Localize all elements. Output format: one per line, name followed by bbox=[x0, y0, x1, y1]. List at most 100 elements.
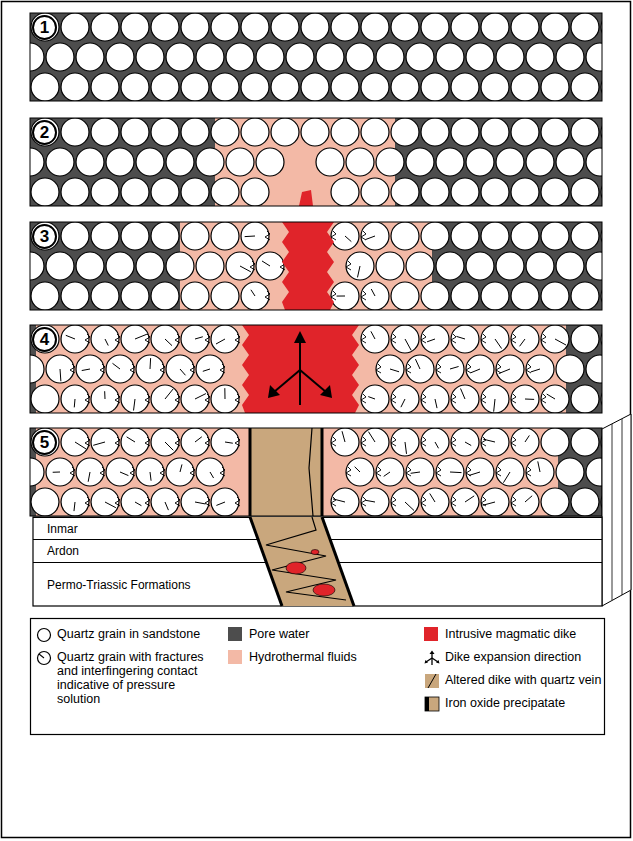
grain-fracture bbox=[60, 369, 62, 381]
quartz-grain bbox=[76, 252, 104, 280]
quartz-grain bbox=[61, 385, 89, 413]
grain-fracture bbox=[82, 369, 90, 371]
legend-swatch bbox=[228, 650, 242, 664]
quartz-grain bbox=[91, 282, 119, 310]
pressure-solution-contact bbox=[175, 497, 180, 506]
quartz-grain bbox=[406, 355, 434, 383]
quartz-grain bbox=[481, 385, 509, 413]
quartz-grain bbox=[481, 488, 509, 516]
hydrothermal-fluid bbox=[215, 118, 395, 206]
expansion-symbol bbox=[425, 651, 440, 666]
pressure-solution-contact bbox=[391, 437, 396, 446]
quartz-grain bbox=[376, 252, 404, 280]
quartz-grain bbox=[226, 148, 254, 176]
legend-symbol bbox=[36, 627, 52, 643]
quartz-grain bbox=[31, 428, 59, 456]
quartz-grain bbox=[511, 325, 539, 353]
quartz-grain bbox=[226, 252, 254, 280]
altered-swatch bbox=[425, 674, 439, 688]
legend-text: Pore water bbox=[249, 627, 309, 641]
quartz-grain bbox=[121, 385, 149, 413]
quartz-grain bbox=[91, 13, 119, 41]
quartz-grain bbox=[196, 252, 224, 280]
quartz-grain bbox=[571, 222, 599, 250]
quartz-grain bbox=[211, 178, 239, 206]
quartz-grain bbox=[361, 282, 389, 310]
legend-text: Quartz grain with fractures and interfin… bbox=[57, 650, 218, 706]
pressure-solution-contact bbox=[235, 334, 240, 343]
quartz-grain bbox=[91, 325, 119, 353]
quartz-grain bbox=[571, 385, 599, 413]
quartz-grain bbox=[466, 355, 494, 383]
grain-fracture bbox=[465, 496, 474, 502]
pressure-solution-contact bbox=[391, 394, 396, 403]
legend-item: Quartz grain in sandstone bbox=[36, 627, 211, 643]
pore-water bbox=[30, 428, 602, 516]
grain-fracture bbox=[195, 337, 203, 339]
quartz-grain bbox=[166, 252, 194, 280]
grain-fracture bbox=[411, 472, 420, 473]
pressure-solution-contact bbox=[175, 394, 180, 403]
grain-fracture bbox=[210, 472, 214, 478]
legend-text: Hydrothermal fluids bbox=[249, 650, 357, 664]
quartz-grain bbox=[361, 325, 389, 353]
quartz-grain bbox=[91, 118, 119, 146]
quartz-grain bbox=[436, 355, 464, 383]
legend-item: Quartz grain with fractures and interfin… bbox=[36, 650, 218, 706]
grain-fracture bbox=[216, 339, 225, 344]
grain-fracture bbox=[337, 296, 345, 297]
side-edge bbox=[622, 419, 623, 595]
hydrothermal-fluid bbox=[180, 222, 432, 310]
grain-fracture bbox=[405, 442, 407, 454]
pressure-solution-contact bbox=[115, 497, 120, 506]
grain-fracture bbox=[93, 442, 105, 445]
quartz-grain bbox=[136, 148, 164, 176]
quartz-grain bbox=[511, 118, 539, 146]
quartz-grain bbox=[61, 325, 89, 353]
iron-swatch bbox=[425, 697, 439, 711]
pressure-solution-contact bbox=[481, 394, 486, 403]
quartz-grain bbox=[286, 43, 314, 71]
grain-fracture bbox=[538, 461, 540, 472]
quartz-grain bbox=[391, 73, 419, 101]
pressure-solution-contact bbox=[331, 291, 336, 300]
pressure-solution-contact bbox=[205, 437, 210, 446]
grain-fracture bbox=[366, 236, 375, 240]
legend-item: Hydrothermal fluids bbox=[228, 650, 408, 664]
quartz-grain bbox=[346, 252, 374, 280]
grain-fracture bbox=[371, 331, 375, 339]
quartz-grain bbox=[121, 178, 149, 206]
quartz-grain bbox=[181, 73, 209, 101]
legend-symbol bbox=[424, 696, 440, 712]
pressure-solution-contact bbox=[466, 467, 471, 476]
quartz-grain bbox=[331, 73, 359, 101]
pressure-solution-contact bbox=[331, 497, 336, 506]
pressure-solution-contact bbox=[526, 364, 531, 373]
pressure-solution-contact bbox=[361, 437, 366, 446]
pressure-solution-contact bbox=[346, 467, 351, 476]
grain-fracture bbox=[195, 502, 205, 504]
quartz-grain bbox=[466, 458, 494, 486]
quartz-grain bbox=[496, 43, 524, 71]
grain-fracture bbox=[224, 388, 225, 399]
pressure-solution-contact bbox=[421, 437, 426, 446]
quartz-grain bbox=[466, 43, 494, 71]
quartz-grain bbox=[121, 282, 149, 310]
pressure-solution-contact bbox=[205, 394, 210, 403]
magmatic-dike bbox=[282, 222, 334, 310]
quartz-grain bbox=[181, 13, 209, 41]
pressure-solution-contact bbox=[160, 467, 165, 476]
quartz-grain bbox=[196, 458, 224, 486]
quartz-grain bbox=[331, 118, 359, 146]
panel-border bbox=[30, 222, 602, 310]
grain-fracture bbox=[216, 502, 225, 505]
pore-water bbox=[30, 118, 602, 206]
quartz-grain bbox=[151, 488, 179, 516]
quartz-grain bbox=[211, 118, 239, 146]
quartz-grain bbox=[181, 385, 209, 413]
quartz-grain bbox=[556, 148, 584, 176]
quartz-grain bbox=[391, 428, 419, 456]
